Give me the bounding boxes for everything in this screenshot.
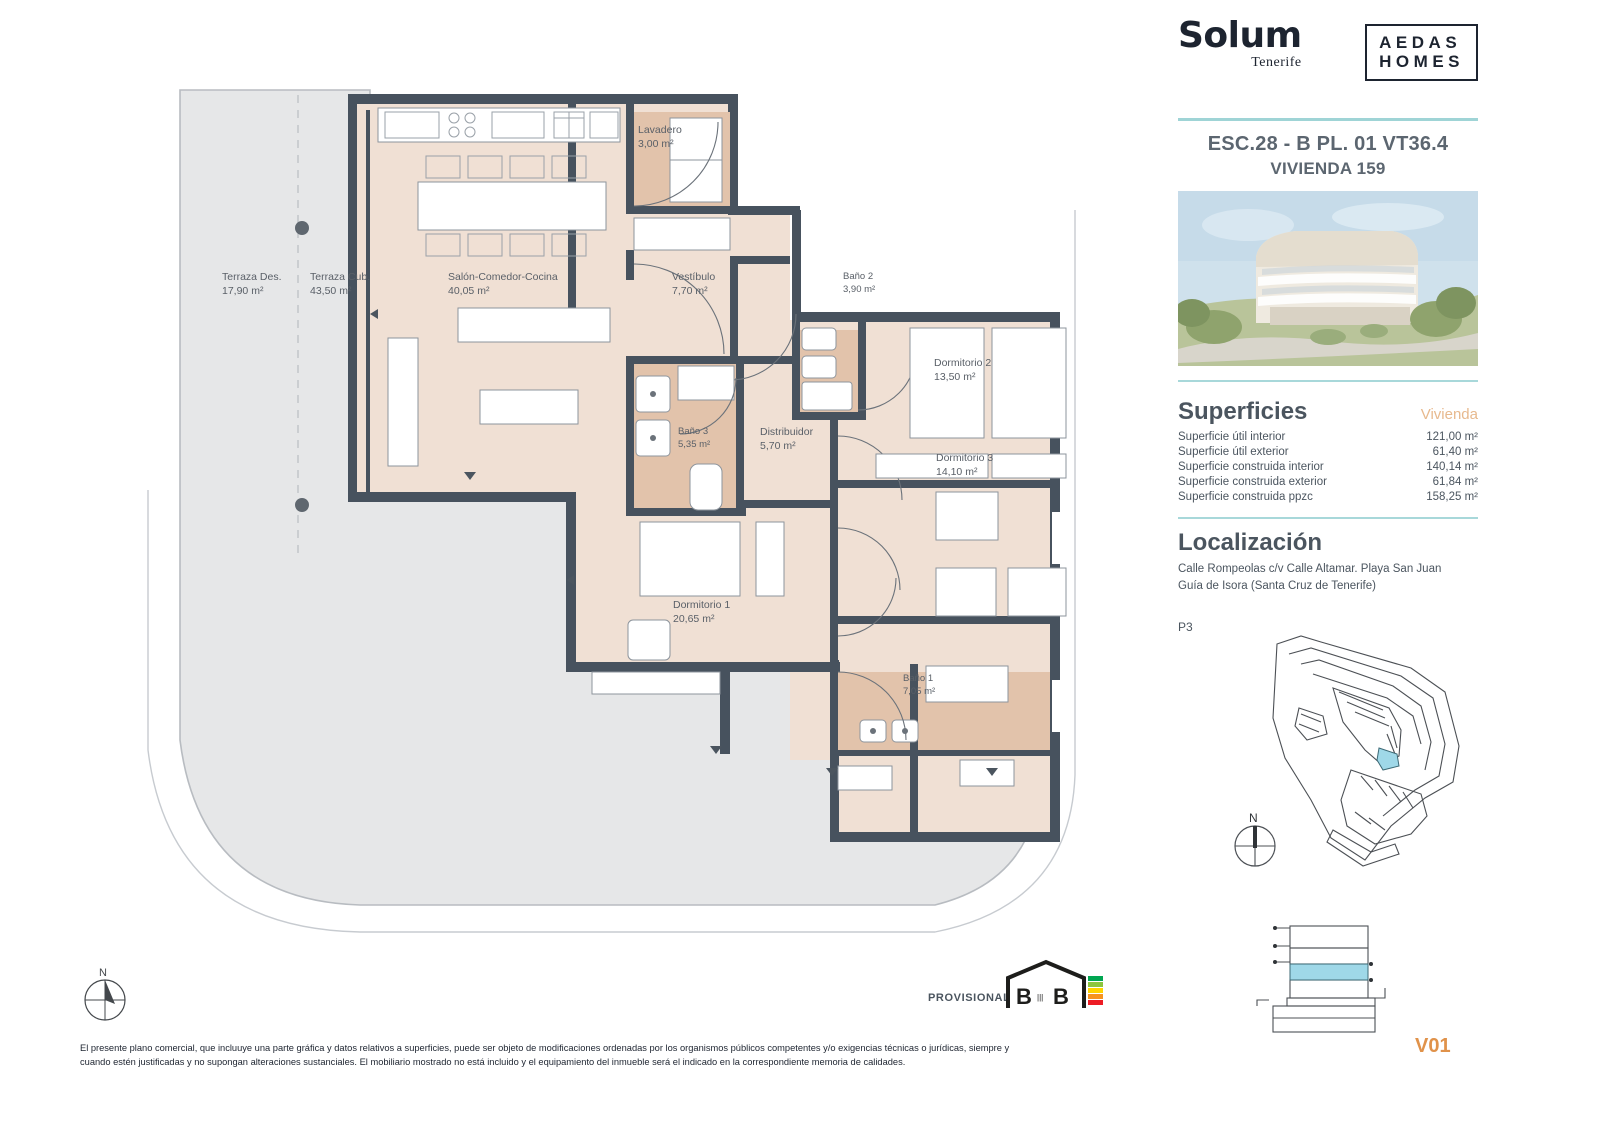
room-label-terraza-cub: Terraza Cub.43,50 m² — [310, 271, 371, 297]
room-label-terraza-des: Terraza Des.17,90 m² — [222, 271, 282, 297]
surface-value: 61,40 m² — [1432, 446, 1478, 459]
disclaimer-line-1: El presente plano comercial, que incluuy… — [80, 1043, 1010, 1053]
brand-name: Solum — [1178, 15, 1302, 56]
location-title: Localización — [1178, 528, 1323, 556]
surface-value: 121,00 m² — [1426, 431, 1478, 444]
laundry-fixtures — [633, 117, 731, 251]
solum-logo: Solum Tenerife — [1178, 18, 1302, 70]
site-plan-level-label: P3 — [1178, 620, 1193, 635]
table-row: Superficie construida interior 140,14 m² — [1178, 460, 1478, 475]
dormitorio3-furniture — [935, 491, 1067, 617]
bath3-fixtures — [635, 365, 737, 511]
divider-surfaces — [1178, 379, 1478, 382]
building-render-image — [1178, 190, 1478, 366]
surface-value: 158,25 m² — [1426, 491, 1478, 504]
location-section: Localización Calle Rompeolas c/v Calle A… — [1178, 529, 1478, 594]
surfaces-title: Superficies — [1178, 397, 1308, 425]
table-row: Superficie útil interior 121,00 m² — [1178, 430, 1478, 445]
dormitorio2-furniture — [875, 327, 1067, 479]
dormitorio1-furniture — [591, 521, 785, 695]
bath2-fixtures — [801, 327, 917, 411]
site-key-plan: N — [1234, 635, 1460, 867]
svg-text:|||: ||| — [1037, 993, 1043, 1002]
surfaces-header: Superficies Vivienda — [1178, 392, 1478, 430]
surface-label: Superficie construida interior — [1178, 461, 1324, 474]
surface-label: Superficie útil interior — [1178, 431, 1286, 444]
location-address-line-2: Guía de Isora (Santa Cruz de Tenerife) — [1178, 579, 1376, 592]
surface-label: Superficie construida exterior — [1178, 476, 1327, 489]
compass-north-letter: N — [99, 967, 107, 979]
site-compass-icon: N — [1234, 811, 1276, 867]
bath1-fixtures — [837, 665, 1015, 791]
disclaimer-text: El presente plano comercial, que incluuy… — [80, 1042, 1080, 1070]
surface-value: 61,84 m² — [1432, 476, 1478, 489]
surface-label: Superficie útil exterior — [1178, 446, 1289, 459]
kitchen-fixtures — [377, 107, 621, 143]
dining-set — [417, 155, 607, 257]
terrace-area — [180, 90, 1040, 905]
plan-compass-icon: N — [84, 967, 126, 1021]
highlighted-floor-band — [1289, 963, 1369, 981]
divider-top — [1178, 118, 1478, 121]
provisional-badge: PROVISIONAL — [928, 992, 1011, 1004]
table-row: Superficie útil exterior 61,40 m² — [1178, 445, 1478, 460]
info-panel: Solum Tenerife AEDAS HOMES ESC.28 - B PL… — [1178, 18, 1478, 634]
table-row: Superficie construida exterior 61,84 m² — [1178, 475, 1478, 490]
surfaces-column-label: Vivienda — [1420, 405, 1478, 423]
surfaces-table: Superficie útil interior 121,00 m² Super… — [1178, 430, 1478, 505]
living-furniture — [387, 307, 611, 467]
version-label: V01 — [1415, 1035, 1451, 1057]
floor-plan-drawing: .w{fill:#47525e;} .int{fill:#f0e0d4;} .w… — [147, 89, 1076, 933]
surface-label: Superficie construida ppzc — [1178, 491, 1313, 504]
location-address-line-1: Calle Rompeolas c/v Calle Altamar. Playa… — [1178, 562, 1442, 575]
aedas-homes-logo: AEDAS HOMES — [1365, 24, 1478, 82]
disclaimer-line-2: cuando estén justificadas y no supongan … — [80, 1056, 906, 1067]
door-swing — [633, 263, 725, 355]
section-elevation-diagram — [1256, 925, 1386, 1033]
unit-code-block: ESC.28 - B PL. 01 VT36.4 VIVIENDA 159 — [1178, 131, 1478, 181]
svg-text:B: B — [1053, 984, 1069, 1009]
unit-code: ESC.28 - B PL. 01 VT36.4 — [1207, 133, 1449, 155]
interior-partitions — [568, 104, 1054, 832]
aedas-line-2: HOMES — [1379, 52, 1464, 72]
energy-rating-icon: B ||| B — [1006, 959, 1103, 1009]
direction-markers — [370, 309, 998, 776]
divider-location — [1178, 516, 1478, 519]
table-row: Superficie construida ppzc 158,25 m² — [1178, 490, 1478, 505]
svg-text:B: B — [1016, 984, 1032, 1009]
site-compass-north: N — [1249, 811, 1258, 825]
brand-header: Solum Tenerife AEDAS HOMES — [1178, 18, 1478, 104]
unit-number: VIVIENDA 159 — [1270, 159, 1386, 178]
aedas-line-1: AEDAS — [1379, 33, 1462, 52]
surface-value: 140,14 m² — [1426, 461, 1478, 474]
brand-subtitle: Tenerife — [1251, 55, 1302, 70]
